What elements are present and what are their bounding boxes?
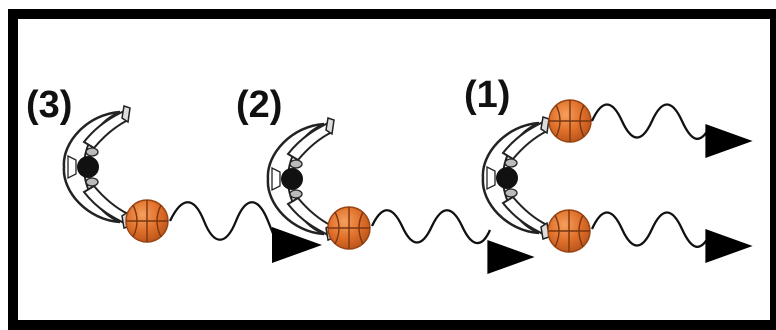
passing-sequence-diagram: (3) (2) (1) — [26, 74, 753, 274]
player-icon — [62, 104, 132, 230]
diagram-stage: (3) (2) (1) — [8, 9, 776, 330]
basketball-icon — [327, 206, 371, 250]
pass-wave — [590, 211, 709, 248]
player-icon — [481, 115, 551, 241]
basketball-icon — [547, 209, 591, 253]
pass-wave — [590, 103, 709, 140]
diagram-frame — [8, 9, 776, 330]
step-2-label: (2) — [236, 84, 282, 126]
pass-arrow-icon — [487, 240, 535, 274]
step-3-group: (3) — [26, 84, 322, 263]
pass-wave — [168, 201, 280, 247]
step-1-label: (1) — [464, 74, 510, 116]
step-1-group: (1) — [464, 74, 753, 263]
pass-arrow-icon — [705, 124, 753, 158]
basketball-icon — [125, 199, 169, 243]
pass-arrow-icon — [705, 229, 753, 263]
step-2-group: (2) — [236, 84, 535, 274]
player-icon — [266, 116, 336, 242]
pass-wave — [370, 209, 492, 245]
step-3-label: (3) — [26, 84, 72, 126]
basketball-icon — [548, 99, 592, 143]
